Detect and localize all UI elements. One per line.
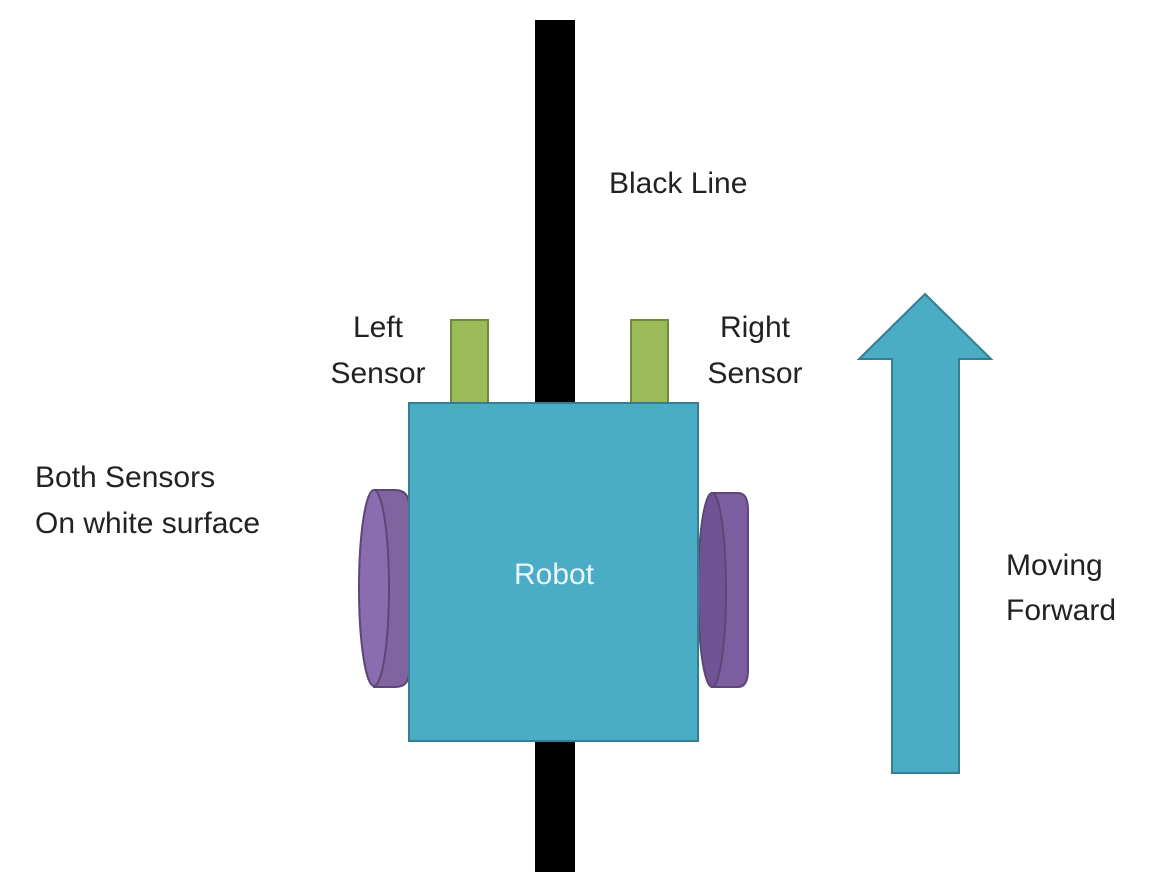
status-label-line2: On white surface bbox=[35, 507, 260, 540]
up-arrow-icon bbox=[856, 292, 994, 774]
right-sensor-label-line1: Right bbox=[720, 311, 791, 344]
direction-label-line1: Moving bbox=[1006, 549, 1103, 582]
robot-label: Robot bbox=[514, 558, 595, 591]
left-sensor bbox=[450, 319, 489, 405]
left-sensor-label-line2: Sensor bbox=[330, 357, 425, 390]
left-sensor-label-line1: Left bbox=[353, 311, 404, 344]
direction-label-line2: Forward bbox=[1006, 594, 1116, 627]
right-sensor-label-line2: Sensor bbox=[707, 357, 802, 390]
right-wheel-icon bbox=[697, 492, 749, 688]
right-sensor bbox=[630, 319, 669, 405]
status-label-line1: Both Sensors bbox=[35, 461, 215, 494]
robot-body bbox=[408, 402, 699, 742]
black-line-label: Black Line bbox=[609, 167, 747, 200]
left-wheel-icon bbox=[358, 489, 410, 688]
